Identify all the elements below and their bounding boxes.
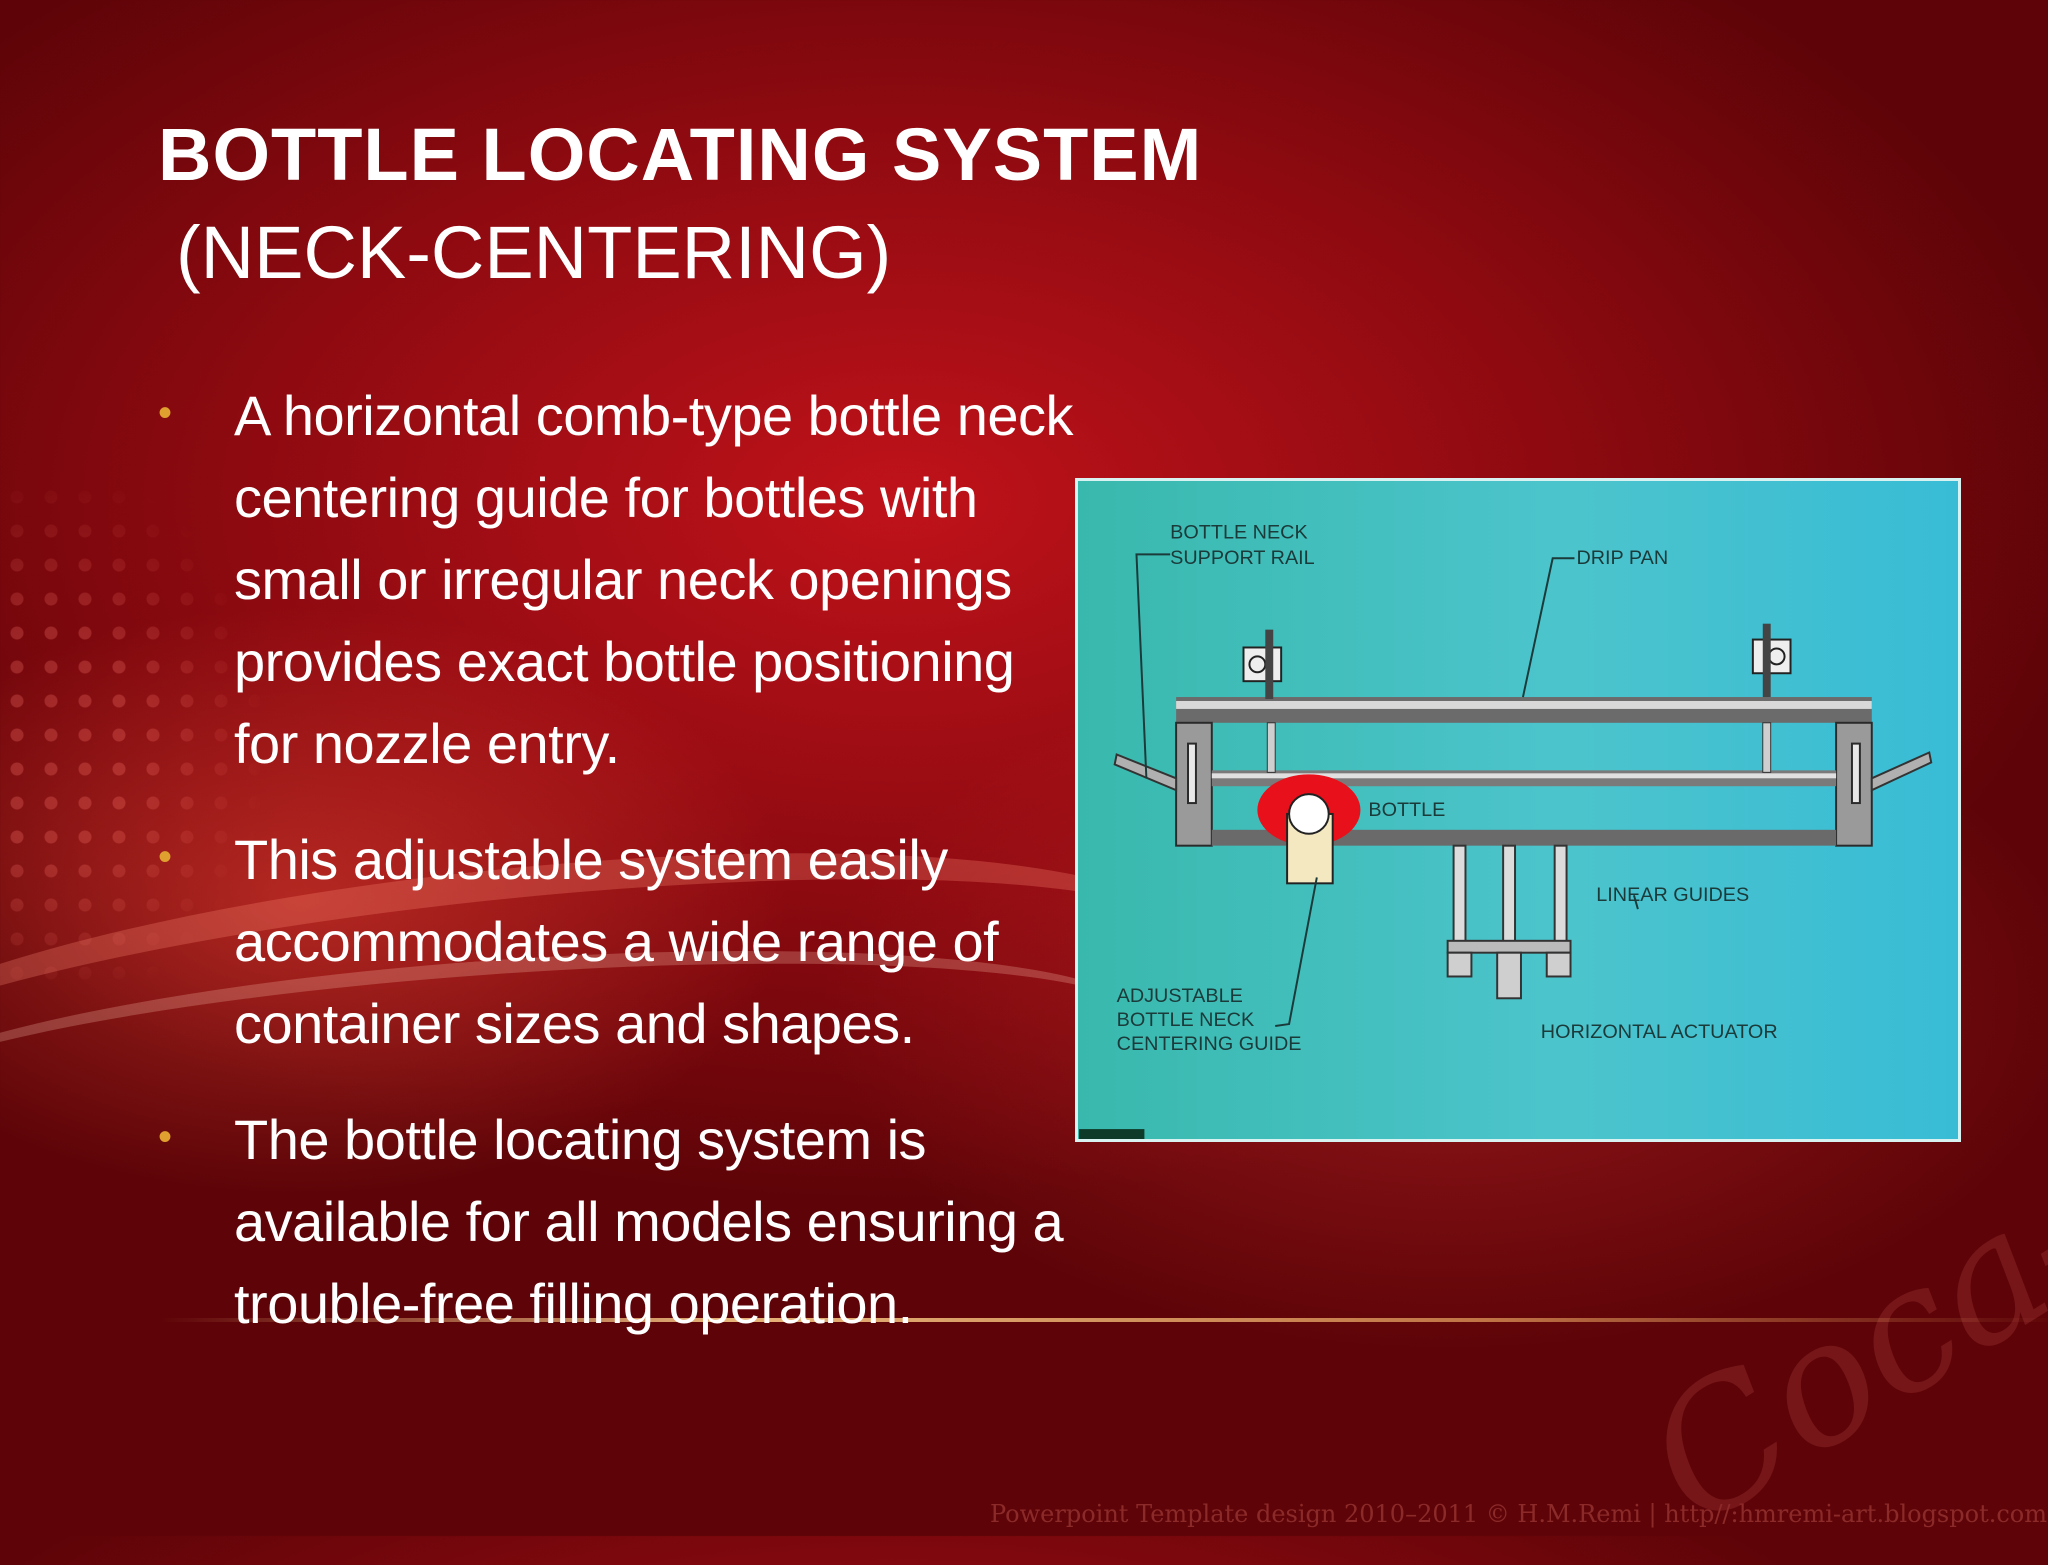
actuator-plate	[1446, 939, 1572, 954]
diagram-drawing: BOTTLE NECK SUPPORT RAIL DRIP PAN BOTTLE…	[1079, 521, 1933, 1139]
bullet-text: This adjustable system easily accommodat…	[234, 828, 999, 1055]
bullet-marker: •	[158, 391, 173, 435]
actuator-rod-3	[1553, 844, 1568, 946]
neck-centering-diagram: BOTTLE NECK SUPPORT RAIL DRIP PAN BOTTLE…	[1075, 478, 1961, 1142]
actuator-piston	[1496, 951, 1522, 1000]
bullet-item: • The bottle locating system is availabl…	[150, 1099, 1080, 1345]
bottle-neck-circle	[1288, 793, 1330, 835]
leader-drip-pan	[1521, 557, 1575, 698]
right-clamp-post	[1762, 623, 1771, 698]
rail-highlight	[1176, 700, 1872, 709]
leader-support-rail	[1135, 553, 1171, 779]
right-rod	[1762, 722, 1772, 773]
bullet-marker: •	[158, 835, 173, 879]
left-clamp-bolt	[1248, 655, 1267, 674]
bullet-item: • This adjustable system easily accommod…	[150, 819, 1080, 1065]
middle-rail-highlight	[1211, 773, 1837, 779]
label-drip-pan: DRIP PAN	[1576, 547, 1668, 569]
bullet-item: • A horizontal comb-type bottle neck cen…	[150, 375, 1080, 785]
title-sub: (NECK-CENTERING)	[176, 211, 892, 294]
right-clamp	[1751, 638, 1792, 675]
actuator-rod-1	[1452, 844, 1467, 946]
label-support-rail-2: SUPPORT RAIL	[1170, 547, 1315, 569]
label-actuator: HORIZONTAL ACTUATOR	[1541, 1021, 1778, 1043]
glow-line	[160, 1318, 2048, 1322]
label-guide-1: ADJUSTABLE	[1117, 985, 1243, 1007]
bullet-text: The bottle locating system is available …	[234, 1108, 1064, 1335]
actuator-foot-2	[1545, 951, 1572, 978]
left-clamp-post	[1265, 629, 1274, 700]
background-dots	[0, 480, 260, 1000]
right-flange	[1870, 751, 1933, 792]
right-slot	[1850, 742, 1861, 805]
leader-centering-guide	[1275, 877, 1318, 1028]
label-guide-3: CENTERING GUIDE	[1117, 1033, 1302, 1055]
bullet-list: • A horizontal comb-type bottle neck cen…	[150, 375, 1080, 1379]
label-bottle: BOTTLE	[1368, 799, 1445, 821]
actuator-rod-2	[1502, 844, 1517, 946]
label-guide-2: BOTTLE NECK	[1117, 1009, 1255, 1031]
left-rod	[1266, 722, 1276, 773]
label-support-rail-1: BOTTLE NECK	[1170, 521, 1308, 543]
title-main: BOTTLE LOCATING SYSTEM	[158, 113, 1203, 196]
actuator-foot-1	[1446, 951, 1473, 978]
bottom-rail	[1211, 829, 1837, 846]
label-linear-guides: LINEAR GUIDES	[1596, 884, 1749, 906]
bullet-marker: •	[158, 1115, 173, 1159]
drip-pan-rail	[1176, 697, 1872, 723]
bullet-text: A horizontal comb-type bottle neck cente…	[234, 384, 1074, 775]
left-slot	[1187, 742, 1197, 805]
leader-linear-guides	[1632, 894, 1639, 910]
slide-title: BOTTLE LOCATING SYSTEM (NECK-CENTERING)	[158, 112, 1458, 296]
template-credit: Powerpoint Template design 2010–2011 © H…	[990, 1500, 2047, 1528]
figure-corner-mark	[1079, 1129, 1145, 1139]
